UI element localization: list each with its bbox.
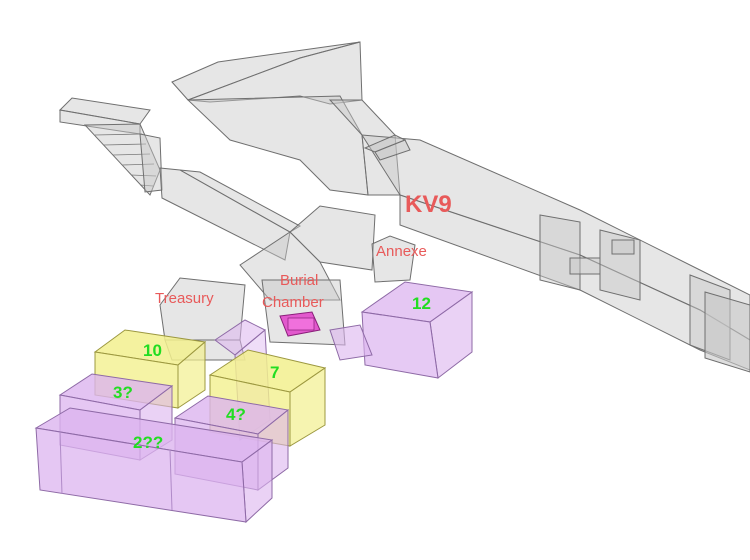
room-10-label: 10: [143, 341, 162, 360]
room-2-label: 2??: [133, 433, 163, 452]
room-3-label: 3?: [113, 383, 133, 402]
kv62-tomb: [58, 97, 416, 361]
kv9-tomb: [171, 41, 750, 373]
room-4-label: 4?: [226, 405, 246, 424]
room-12: [360, 281, 474, 379]
sarcophagus: [279, 311, 321, 337]
room-7-label: 7: [270, 363, 279, 382]
treasury-label: Treasury: [155, 290, 214, 307]
burial-chamber-label-line1: Burial: [280, 272, 318, 289]
room-2: [34, 407, 274, 524]
room-12-label: 12: [412, 294, 431, 313]
burial-chamber-label-line2: Chamber: [262, 294, 324, 311]
kv9-label: KV9: [405, 191, 452, 218]
annexe-label: Annexe: [376, 243, 427, 260]
